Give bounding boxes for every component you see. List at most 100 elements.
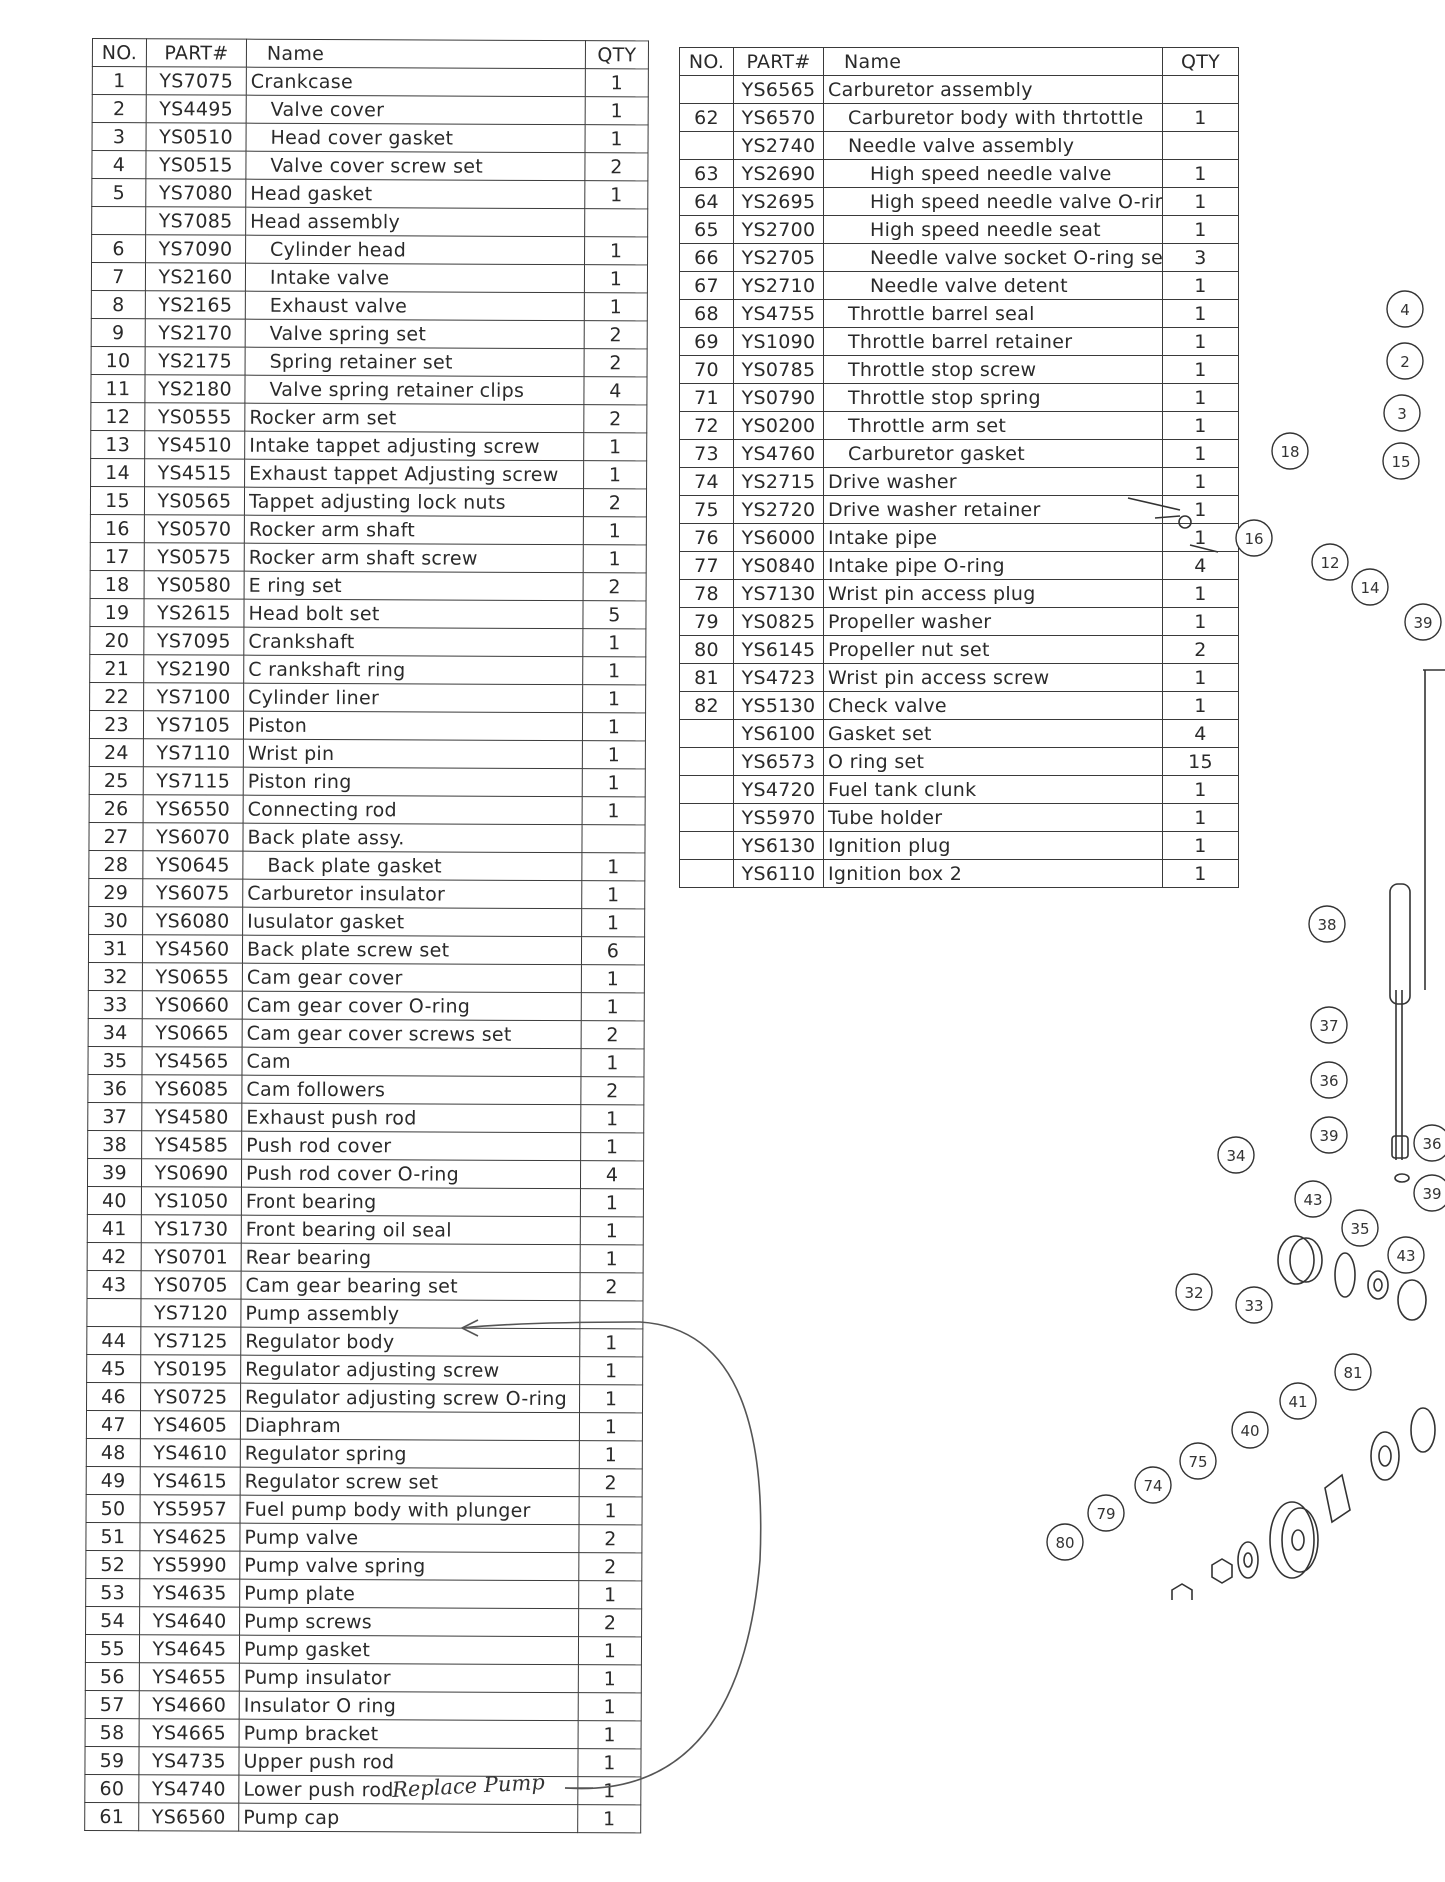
part-qty: 2 bbox=[1162, 635, 1239, 664]
part-name: Throttle barrel seal bbox=[823, 299, 1163, 328]
part-name: O ring set bbox=[823, 747, 1163, 776]
part-number-index: 62 bbox=[679, 103, 734, 132]
part-number-index: 71 bbox=[679, 383, 734, 412]
part-number-index bbox=[679, 775, 734, 804]
exploded-parts-diagram bbox=[1127, 497, 1445, 1600]
part-number-index: 75 bbox=[679, 495, 734, 524]
part-name: High speed needle valve bbox=[823, 159, 1163, 188]
part-code: YS5130 bbox=[733, 691, 824, 720]
part-number-index: 76 bbox=[679, 523, 734, 552]
part-qty: 1 bbox=[1162, 355, 1239, 384]
part-qty: 1 bbox=[1162, 691, 1239, 720]
part-qty bbox=[1162, 131, 1239, 160]
part-code: YS6100 bbox=[733, 719, 824, 748]
part-name: Wrist pin access plug bbox=[823, 579, 1163, 608]
part-qty: 1 bbox=[1162, 831, 1239, 860]
part-qty: 1 bbox=[1162, 187, 1239, 216]
part-code: YS2700 bbox=[733, 215, 824, 244]
part-qty: 1 bbox=[1162, 495, 1239, 524]
part-name: Drive washer retainer bbox=[823, 495, 1163, 524]
part-code: YS1090 bbox=[733, 327, 824, 356]
part-qty: 1 bbox=[1162, 103, 1239, 132]
part-number-index: 70 bbox=[679, 355, 734, 384]
part-name: Carburetor gasket bbox=[823, 439, 1163, 468]
part-code: YS2720 bbox=[733, 495, 824, 524]
part-code: YS4720 bbox=[733, 775, 824, 804]
part-code: YS2695 bbox=[733, 187, 824, 216]
part-name: High speed needle seat bbox=[823, 215, 1163, 244]
header-no: NO. bbox=[679, 47, 734, 76]
part-name: Intake pipe O-ring bbox=[823, 551, 1163, 580]
part-name: Gasket set bbox=[823, 719, 1163, 748]
part-number-index bbox=[679, 803, 734, 832]
header-qty: QTY bbox=[1162, 47, 1239, 76]
part-number-index bbox=[679, 831, 734, 860]
part-name: Ignition plug bbox=[823, 831, 1163, 860]
part-qty: 1 bbox=[1162, 271, 1239, 300]
part-code: YS6110 bbox=[733, 859, 824, 888]
part-code: YS5970 bbox=[733, 803, 824, 832]
part-number-index: 78 bbox=[679, 579, 734, 608]
part-name: Check valve bbox=[823, 691, 1163, 720]
part-name: Needle valve assembly bbox=[823, 131, 1163, 160]
part-name: Propeller nut set bbox=[823, 635, 1163, 664]
part-qty: 1 bbox=[1162, 775, 1239, 804]
header-part: PART# bbox=[733, 47, 824, 76]
part-qty: 1 bbox=[1162, 663, 1239, 692]
part-number-index: 72 bbox=[679, 411, 734, 440]
part-code: YS6145 bbox=[733, 635, 824, 664]
part-name: Propeller washer bbox=[823, 607, 1163, 636]
part-name: Carburetor body with thrtottle bbox=[823, 103, 1163, 132]
part-qty: 1 bbox=[1162, 467, 1239, 496]
part-name: Throttle stop spring bbox=[823, 383, 1163, 412]
part-code: YS4760 bbox=[733, 439, 824, 468]
part-code: YS4755 bbox=[733, 299, 824, 328]
part-number-index: 64 bbox=[679, 187, 734, 216]
part-qty: 15 bbox=[1162, 747, 1239, 776]
part-number-index: 63 bbox=[679, 159, 734, 188]
part-number-index: 68 bbox=[679, 299, 734, 328]
part-qty: 1 bbox=[1162, 607, 1239, 636]
table-header-row: NO. PART# Name QTY bbox=[679, 47, 1239, 76]
part-qty: 1 bbox=[1162, 411, 1239, 440]
part-code: YS2740 bbox=[733, 131, 824, 160]
part-code: YS0790 bbox=[733, 383, 824, 412]
part-name: Drive washer bbox=[823, 467, 1163, 496]
part-qty: 1 bbox=[1162, 859, 1239, 888]
part-name: Needle valve detent bbox=[823, 271, 1163, 300]
part-number-index: 80 bbox=[679, 635, 734, 664]
part-code: YS4723 bbox=[733, 663, 824, 692]
part-qty: 1 bbox=[1162, 579, 1239, 608]
part-name: Carburetor assembly bbox=[823, 75, 1163, 104]
part-number-index bbox=[679, 859, 734, 888]
part-code: YS7130 bbox=[733, 579, 824, 608]
part-code: YS0825 bbox=[733, 607, 824, 636]
part-qty: 1 bbox=[1162, 439, 1239, 468]
part-qty: 1 bbox=[1162, 215, 1239, 244]
part-name: High speed needle valve O-ring bbox=[823, 187, 1163, 216]
part-name: Ignition box 2 bbox=[823, 859, 1163, 888]
